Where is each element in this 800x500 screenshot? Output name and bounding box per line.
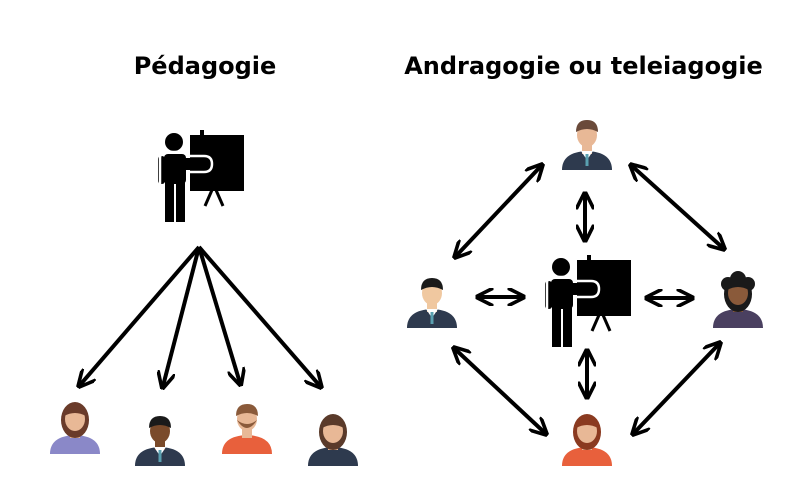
pedagogy-title: Pédagogie [133, 52, 277, 80]
woman-learner-icon [562, 414, 612, 466]
arrow-teacher-to-learner-2 [163, 246, 201, 386]
pedagogy-learners [50, 402, 358, 466]
arrow-top-right [632, 166, 723, 248]
curly-hair-woman-learner-icon [713, 271, 763, 328]
arrow-teacher-to-learner-4 [197, 245, 320, 386]
teacher-at-board-icon [543, 255, 631, 349]
arrow-teacher-to-learner-3 [197, 246, 240, 383]
man-learner-icon [135, 416, 185, 466]
arrow-teacher-to-learner-1 [80, 245, 201, 385]
andragogy-title: Andragogie ou teleiagogie [404, 52, 763, 80]
arrow-right-bottom [634, 344, 719, 433]
pedagogy-teacher [156, 130, 244, 224]
woman-learner-icon [50, 402, 100, 454]
andragogy-teacher [543, 255, 631, 349]
man-learner-icon [407, 278, 457, 328]
bearded-man-learner-icon [222, 404, 272, 454]
arrow-left-bottom [455, 349, 545, 433]
andragogy-arrows [455, 166, 723, 433]
andragogy-learners [407, 120, 763, 466]
man-learner-icon [562, 120, 612, 170]
teacher-at-board-icon [156, 130, 244, 224]
woman-learner-icon [308, 414, 358, 466]
pedagogy-arrows [80, 245, 320, 386]
arrow-top-left [456, 166, 541, 256]
